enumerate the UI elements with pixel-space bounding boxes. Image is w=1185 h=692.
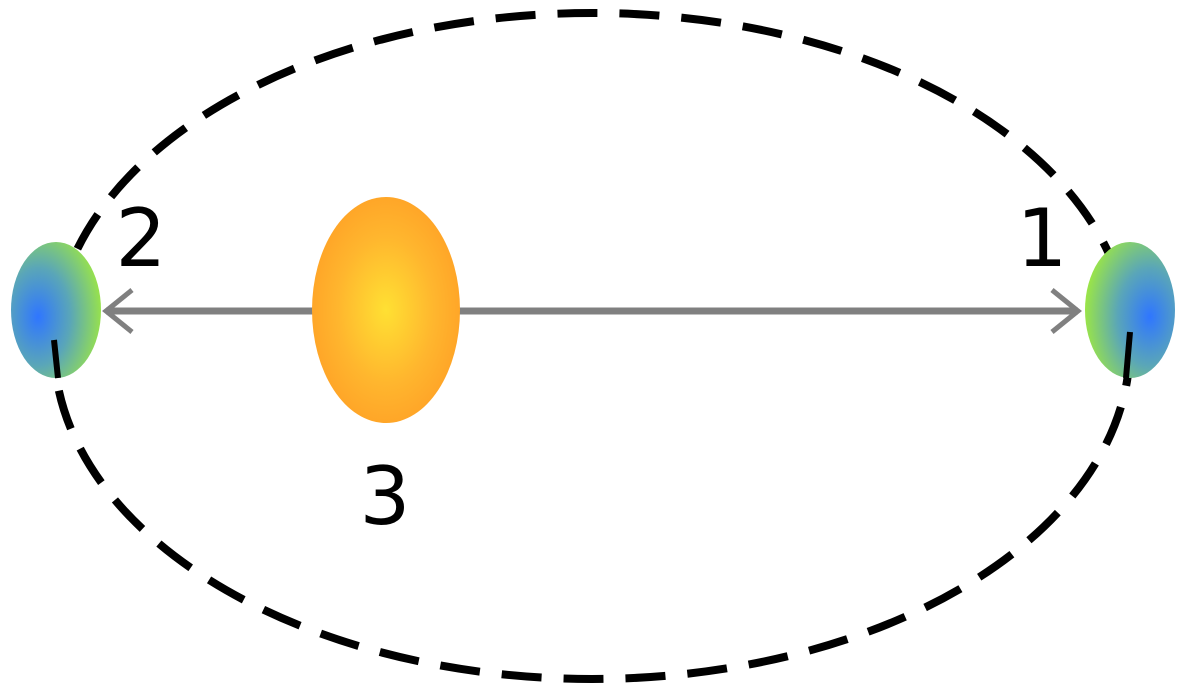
planet-right	[1085, 242, 1175, 378]
arrowhead-left	[102, 288, 134, 334]
orbit-path	[50, 9, 1134, 683]
orbit-mark-left	[51, 339, 61, 379]
planet-left	[11, 242, 101, 378]
label-point-3: 3	[360, 450, 411, 543]
orbit-mark-right	[1123, 331, 1133, 379]
label-point-2: 2	[116, 192, 167, 285]
arrowhead-right	[1050, 288, 1082, 334]
label-point-1: 1	[1017, 192, 1068, 285]
star	[312, 197, 460, 423]
